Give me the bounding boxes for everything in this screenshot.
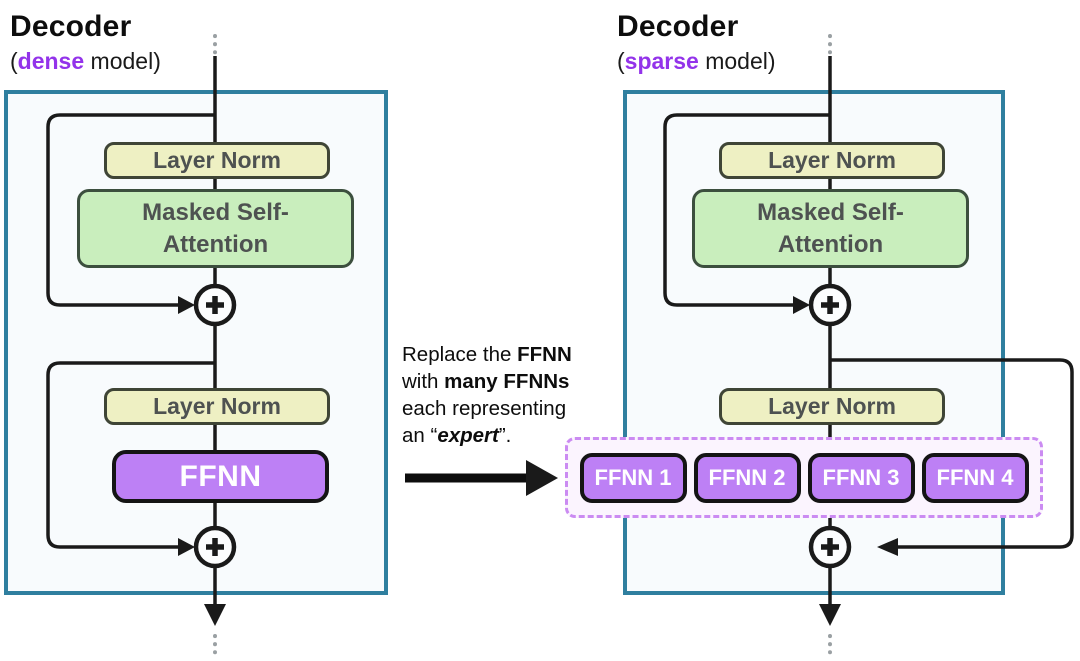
- dense-layer-norm-bottom: Layer Norm: [104, 388, 330, 425]
- sparse-decoder-subtitle: (sparse model): [617, 48, 776, 75]
- dense-subtitle-rest: model): [84, 48, 161, 74]
- annotation-line1-regular: Replace the: [402, 343, 518, 366]
- sparse-output-arrowhead: [819, 604, 841, 626]
- dense-attention-line1: Masked Self-: [142, 198, 289, 226]
- annotation-line4-suffix: ”.: [498, 424, 512, 447]
- sparse-attention-line1: Masked Self-: [757, 198, 904, 226]
- dense-ffnn-block: FFNN: [112, 450, 329, 503]
- dense-decoder-title: Decoder: [10, 10, 132, 43]
- annotation-line-2: with many FFNNs: [402, 368, 662, 395]
- annotation-line1-bold: FFNN: [517, 343, 572, 366]
- dense-layer-norm-top: Layer Norm: [104, 142, 330, 179]
- annotation-line4-prefix: an “: [402, 424, 438, 447]
- expert-ffnn-1: FFNN 1: [579, 452, 687, 503]
- sparse-subtitle-open: (: [617, 48, 625, 74]
- sparse-masked-self-attention: Masked Self- Attention: [692, 189, 969, 268]
- dense-attention-label: Masked Self- Attention: [142, 197, 289, 260]
- annotation-line-4: an “expert”.: [402, 422, 662, 449]
- dense-subtitle-open: (: [10, 48, 18, 74]
- annotation-line-3: each representing: [402, 397, 567, 420]
- dense-masked-self-attention: Masked Self- Attention: [77, 189, 354, 268]
- annotation-line-1: Replace the FFNN: [402, 341, 662, 368]
- sparse-subtitle-rest: model): [698, 48, 776, 74]
- expert-ffnn-4: FFNN 4: [921, 452, 1029, 503]
- dense-output-arrowhead: [204, 604, 226, 626]
- sparse-subtitle-accent: sparse: [624, 48, 699, 74]
- sparse-attention-label: Masked Self- Attention: [757, 197, 904, 260]
- replace-arrow-head: [526, 460, 558, 496]
- sparse-attention-line2: Attention: [777, 230, 884, 258]
- annotation-line2-regular: with: [402, 370, 445, 393]
- replace-annotation: Replace the FFNN with many FFNNs each re…: [402, 341, 662, 449]
- dense-attention-line2: Attention: [162, 230, 269, 258]
- expert-ffnn-3: FFNN 3: [807, 452, 915, 503]
- annotation-line4-accent: expert: [437, 424, 499, 447]
- dense-decoder-subtitle: (dense model): [10, 48, 161, 75]
- sparse-layer-norm-top: Layer Norm: [719, 142, 945, 179]
- expert-ffnn-2: FFNN 2: [693, 452, 801, 503]
- sparse-layer-norm-bottom: Layer Norm: [719, 388, 945, 425]
- dense-subtitle-accent: dense: [17, 48, 85, 74]
- sparse-decoder-title: Decoder: [617, 10, 739, 43]
- experts-group: FFNN 1 FFNN 2 FFNN 3 FFNN 4: [565, 437, 1043, 518]
- annotation-line2-bold: many FFNNs: [444, 370, 570, 393]
